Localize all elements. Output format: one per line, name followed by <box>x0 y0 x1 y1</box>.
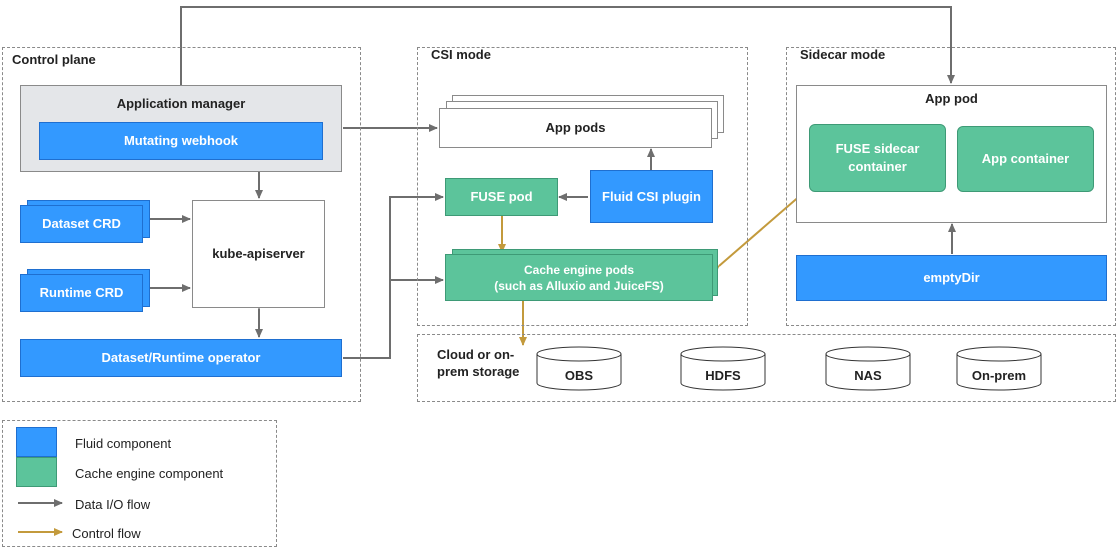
storage-on-prem-label: On-prem <box>971 368 1027 383</box>
storage-cylinder-obs <box>536 346 622 391</box>
storage-title: Cloud or on- prem storage <box>437 346 519 380</box>
kube-apiserver-box: kube-apiserver <box>192 200 325 308</box>
legend-region <box>2 420 277 547</box>
storage-cylinder-on-prem <box>956 346 1042 391</box>
fuse-sidecar-line1: FUSE sidecar <box>835 141 920 156</box>
fuse-pod-box: FUSE pod <box>445 178 558 216</box>
dataset-crd-box: Dataset CRD <box>20 205 143 243</box>
legend-fluid-label: Fluid component <box>75 436 172 451</box>
csi-mode-title: CSI mode <box>431 47 491 62</box>
storage-cylinder-hdfs <box>680 346 766 391</box>
fluid-csi-plugin-box: Fluid CSI plugin <box>590 170 713 223</box>
storage-region <box>417 334 1116 402</box>
cache-engine-pods-line1: Cache engine pods <box>523 262 635 277</box>
legend-fluid-swatch <box>16 427 57 457</box>
app-container-box: App container <box>957 126 1094 192</box>
mutating-webhook-box: Mutating webhook <box>39 122 323 160</box>
storage-title-line2: prem storage <box>437 364 520 379</box>
storage-hdfs-label: HDFS <box>705 368 741 383</box>
application-manager-label: Application manager <box>116 96 246 111</box>
runtime-crd-box: Runtime CRD <box>20 274 143 312</box>
storage-title-line1: Cloud or on- <box>437 347 515 362</box>
sidecar-mode-region <box>786 47 1116 326</box>
sidecar-mode-title: Sidecar mode <box>800 47 886 62</box>
legend-data-io-label: Data I/O flow <box>75 497 151 512</box>
cache-engine-pods-line2: (such as Alluxio and JuiceFS) <box>494 278 664 293</box>
storage-nas-label: NAS <box>854 368 882 383</box>
fuse-sidecar-line2: container <box>848 159 907 174</box>
emptydir-box: emptyDir <box>796 255 1107 301</box>
control-cache-pods-fuse-sidecar <box>710 187 810 275</box>
arrow-operator-to-fuse-pod <box>343 193 444 359</box>
control-plane-region <box>2 47 361 402</box>
storage-cylinder-nas <box>825 346 911 391</box>
arrow-app-manager-to-app-pod <box>180 6 955 85</box>
dataset-runtime-operator-box: Dataset/Runtime operator <box>20 339 342 377</box>
legend-cache-label: Cache engine component <box>75 466 224 481</box>
cache-engine-pods-box: Cache engine pods (such as Alluxio and J… <box>445 254 713 301</box>
control-plane-title: Control plane <box>12 52 96 67</box>
app-pods-box: App pods <box>439 108 712 148</box>
app-pod-label: App pod <box>925 91 978 106</box>
legend-control-label: Control flow <box>72 526 141 541</box>
storage-obs-label: OBS <box>564 368 594 383</box>
csi-mode-region <box>417 47 748 326</box>
fuse-sidecar-container-box: FUSE sidecar container <box>809 124 946 192</box>
legend-cache-swatch <box>16 457 57 487</box>
